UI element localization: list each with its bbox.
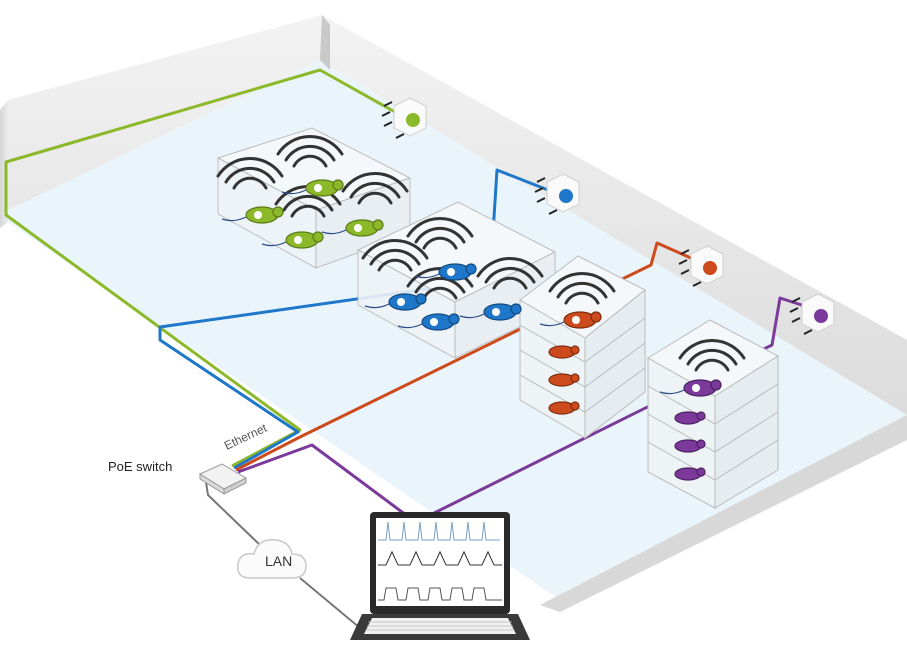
mouse-icon [261,231,324,249]
mouse-icon [364,293,427,311]
mouse-icon [674,411,706,425]
mouse-icon [674,439,706,453]
mouse-icon [321,219,384,237]
wireless-receiver-icon [789,293,835,335]
mouse-icon [659,379,722,397]
poe-switch-label: PoE switch [108,459,173,474]
mouse-icon [539,311,602,329]
signal-traces [378,521,502,601]
lan-cable [205,481,261,546]
mouse-icon [221,206,284,224]
right-wall [540,415,907,612]
wall-edge [320,15,330,70]
back-wall [8,15,907,415]
lan-label: LAN [265,553,293,569]
mouse-icon [674,467,706,481]
orange-cable [235,241,701,472]
mouse-icon [459,303,522,321]
mouse-icon [281,179,344,197]
wireless-signals [216,135,746,372]
mouse-icon [414,263,477,281]
wireless-signal-icon [341,172,409,205]
mouse-icon [548,401,580,415]
wireless-signal-icon [216,157,284,190]
wireless-signal-icon [548,272,616,305]
purple-rack [647,319,779,509]
mouse-icon [548,373,580,387]
receivers [381,97,835,335]
wireless-signal-icon [361,239,429,272]
wireless-signal-icon [406,217,474,250]
purple-cable-switch [237,443,411,520]
laptop-icon [350,512,530,640]
wireless-receiver-icon [678,245,724,287]
lan-cable-laptop [299,577,361,629]
mouse-icon [397,313,460,331]
wireless-receiver-icon [381,97,427,139]
cloud-icon [237,539,307,579]
wireless-signal-icon [276,135,344,168]
cables [4,68,818,629]
wireless-signal-icon [476,257,544,290]
mouse-icon [548,345,580,359]
wireless-receiver-icon [534,173,580,215]
blue-cable [158,168,549,470]
wireless-signal-icon [678,339,746,372]
mice [221,179,722,481]
switch-icon [198,463,248,495]
